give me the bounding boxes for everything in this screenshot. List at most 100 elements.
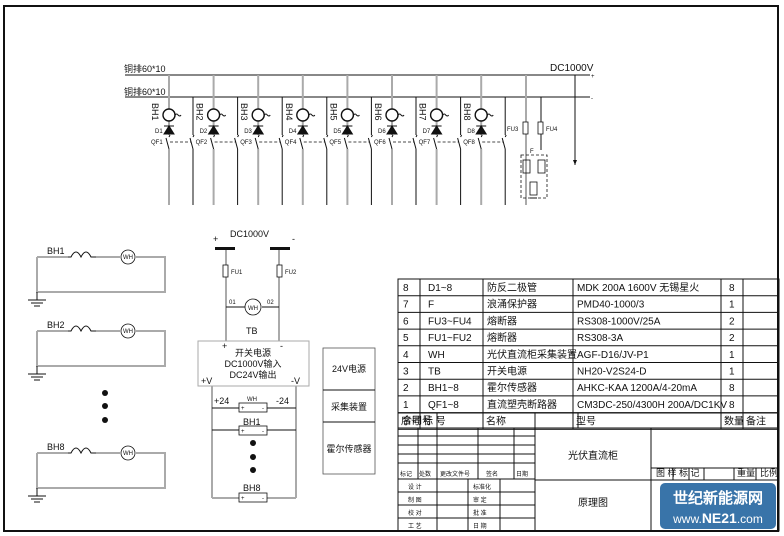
gap: [434, 135, 439, 149]
breaker-icon: [477, 134, 483, 150]
ground-icon: [28, 366, 46, 381]
signal-icon: [486, 113, 494, 117]
legend-hall: 霍尔传感器: [326, 443, 371, 454]
meter-icon: [120, 445, 136, 461]
coil-icon: [68, 325, 96, 333]
table-cell-name: 浪涌保护器: [487, 298, 537, 311]
table-cell-tag: FU3~FU4: [428, 316, 472, 327]
breaker-icon: [323, 134, 329, 150]
title-block: 合同号 光伏直流柜 原理图 图 样 标 记 重量 比例 标记处数更改文件号签名日…: [397, 412, 780, 532]
hall-sensor-icon: [474, 108, 488, 122]
breaker-icon: [254, 134, 260, 150]
legend-24v: 24V电源: [332, 363, 366, 374]
pin-plus: +: [241, 406, 245, 412]
table-header-tag: 标 号: [423, 416, 446, 428]
sensor-label: BH3: [239, 103, 249, 121]
table-cell-model: PMD40-1000/3: [577, 300, 645, 311]
table-cell-no: 5: [403, 333, 409, 344]
rev-header: 更改文件号: [440, 470, 470, 478]
gap: [390, 135, 394, 149]
plus-24: +24: [214, 396, 229, 406]
signal-icon: [397, 113, 405, 117]
diode-label: D4: [289, 129, 297, 135]
gap: [256, 135, 261, 149]
rev-header: 签名: [486, 470, 498, 478]
table-cell-tag: TB: [428, 367, 441, 378]
loop-wire: [36, 256, 166, 293]
power-voltage: DC1000V: [230, 229, 269, 239]
box-line-1: 开关电源: [235, 347, 271, 358]
diode-icon: [341, 125, 354, 135]
power-plus: +: [213, 234, 218, 244]
watermark-url-brand: NE21: [702, 510, 737, 526]
surge-protection: FU3 FU4 F: [507, 75, 577, 205]
pin-minus: -: [262, 406, 264, 412]
breaker-label: QF3: [240, 140, 252, 146]
meter-icon: [120, 323, 136, 339]
table-cell-qty: 8: [729, 283, 735, 294]
terminal-01: 01: [229, 300, 236, 306]
rev-header: 日期: [516, 470, 528, 478]
table-header-name: 名称: [486, 415, 506, 428]
pin-minus: -: [262, 496, 264, 502]
table-cell-model: AHKC-KAA 1200A/4-20mA: [577, 383, 697, 394]
breaker-icon: [189, 134, 195, 150]
breaker-label: QF2: [196, 140, 208, 146]
table-cell-tag: D1~8: [428, 283, 453, 294]
table-cell-qty: 8: [729, 383, 735, 394]
breaker-icon: [278, 134, 284, 150]
gap: [191, 135, 195, 149]
signal-icon: [308, 113, 316, 117]
gap: [300, 135, 305, 149]
gap: [414, 135, 418, 149]
function-legend: 24V电源 采集装置 霍尔传感器: [322, 347, 376, 475]
pin-plus: +: [241, 496, 245, 502]
fuse-fu1: [222, 264, 229, 278]
gap: [324, 135, 329, 149]
table-cell-qty: 8: [729, 400, 735, 411]
load-bh8: [238, 492, 268, 503]
table-cell-model: AGF-D16/JV-P1: [577, 350, 649, 361]
breaker-icon: [343, 134, 349, 150]
table-cell-no: 3: [403, 367, 409, 378]
hall-sensor-icon: [296, 108, 310, 122]
fu4-label: FU4: [546, 127, 558, 133]
breaker-label: QF7: [419, 140, 431, 146]
busbar-minus: -: [591, 96, 593, 102]
gap: [458, 135, 463, 149]
surge-label: F: [530, 149, 534, 155]
ellipsis-dots: [102, 390, 108, 423]
fu2-label: FU2: [285, 270, 297, 276]
watermark-url-post: .com: [737, 512, 763, 526]
signal-icon: [263, 113, 271, 117]
load-wh-label: WH: [247, 397, 257, 403]
sensor-label: BH5: [328, 103, 338, 121]
gap: [479, 135, 484, 149]
in-minus: -: [280, 341, 283, 351]
table-cell-tag: BH1~8: [428, 383, 459, 394]
table-cell-model: RS308-3A: [577, 333, 623, 344]
breaker-icon: [210, 134, 216, 150]
diode-label: D8: [467, 129, 475, 135]
switching-power-box: [197, 340, 310, 387]
gap: [280, 135, 285, 149]
table-cell-no: 1: [403, 400, 409, 411]
breaker-icon: [501, 134, 507, 150]
box-line-3: DC24V输出: [229, 369, 276, 380]
meter-label: WH: [123, 451, 133, 457]
breaker-icon: [388, 134, 394, 150]
diode-label: D5: [333, 129, 341, 135]
pin-minus: -: [262, 429, 264, 435]
table-cell-no: 8: [403, 283, 409, 294]
hall-sensor-icon: [385, 108, 399, 122]
loop-label: BH2: [47, 320, 65, 330]
loop-wire: [36, 452, 166, 489]
diode-icon: [475, 125, 488, 135]
hall-sensor-icon: [162, 108, 176, 122]
sensor-label: BH6: [373, 103, 383, 121]
load-bh1-label: BH1: [243, 417, 261, 427]
table-cell-no: 4: [403, 350, 409, 361]
